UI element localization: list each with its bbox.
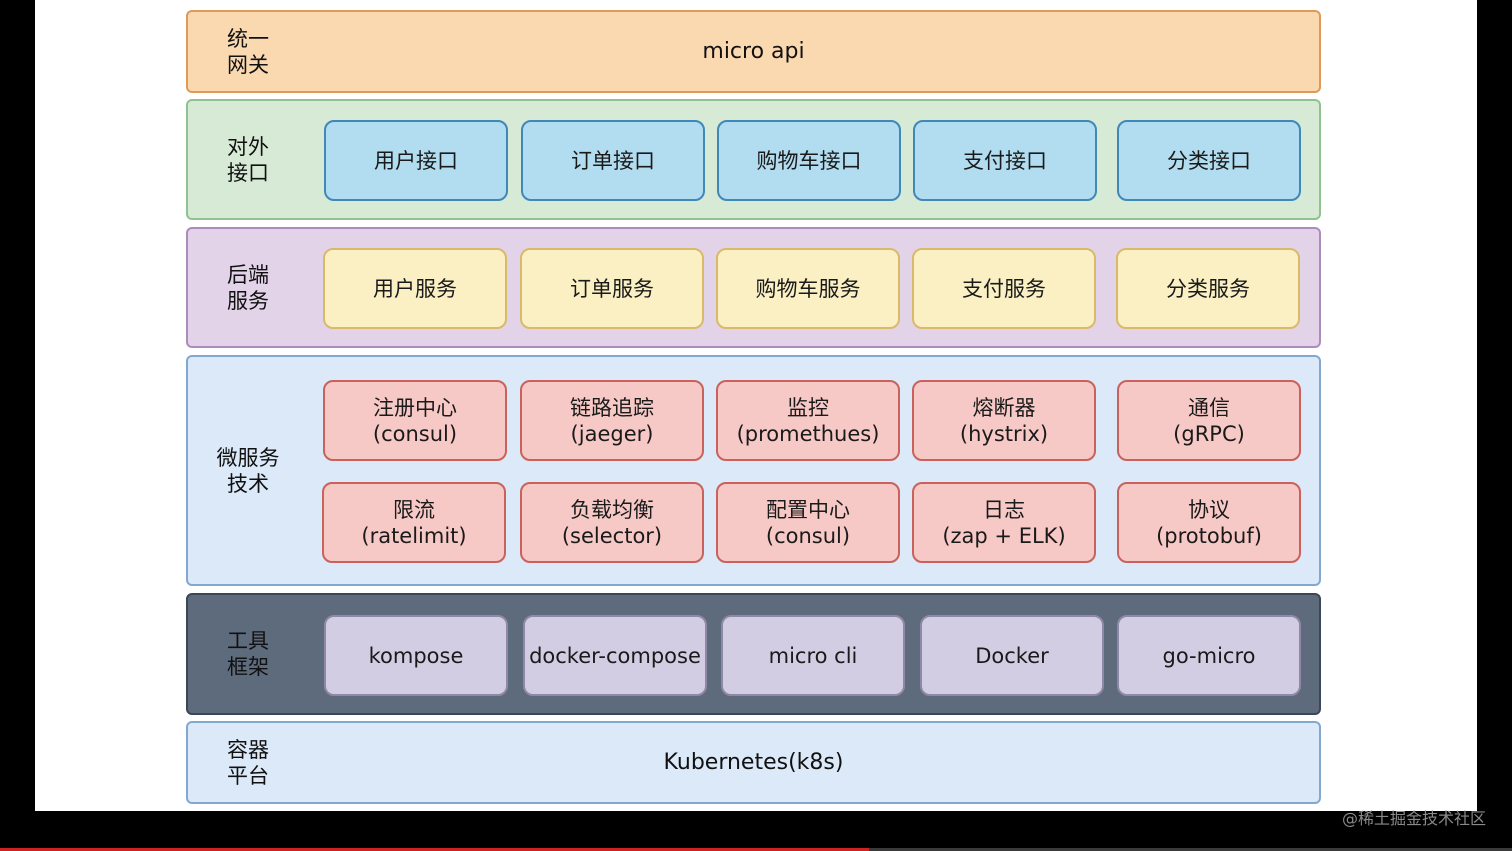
container-platform-layer: 容器 平台 Kubernetes(k8s) bbox=[186, 721, 1321, 804]
order-service-box: 订单服务 bbox=[520, 248, 704, 329]
logging-box: 日志 (zap + ELK) bbox=[912, 482, 1096, 563]
rate-limit-box: 限流 (ratelimit) bbox=[322, 482, 506, 563]
gateway-layer-label: 统一 网关 bbox=[227, 26, 269, 77]
architecture-diagram: 统一 网关 micro api 对外 接口 用户接口 订单接口 购物车接口 支付… bbox=[35, 0, 1477, 811]
communication-box: 通信 (gRPC) bbox=[1117, 380, 1301, 461]
protocol-box: 协议 (protobuf) bbox=[1117, 482, 1301, 563]
micro-cli-box: micro cli bbox=[721, 615, 905, 696]
api-layer-label: 对外 接口 bbox=[227, 134, 269, 185]
micro-layer-label: 微服务 技术 bbox=[216, 445, 280, 496]
services-layer-label: 后端 服务 bbox=[227, 262, 269, 313]
kompose-box: kompose bbox=[324, 615, 508, 696]
docker-compose-box: docker-compose bbox=[523, 615, 707, 696]
config-center-box: 配置中心 (consul) bbox=[716, 482, 900, 563]
circuit-breaker-box: 熔断器 (hystrix) bbox=[912, 380, 1096, 461]
order-api-box: 订单接口 bbox=[521, 120, 705, 201]
cart-api-box: 购物车接口 bbox=[717, 120, 901, 201]
payment-api-box: 支付接口 bbox=[913, 120, 1097, 201]
go-micro-box: go-micro bbox=[1117, 615, 1301, 696]
payment-service-box: 支付服务 bbox=[912, 248, 1096, 329]
user-service-box: 用户服务 bbox=[323, 248, 507, 329]
external-api-layer: 对外 接口 用户接口 订单接口 购物车接口 支付接口 分类接口 bbox=[186, 99, 1321, 220]
micro-api-label: micro api bbox=[702, 39, 805, 64]
backend-services-layer: 后端 服务 用户服务 订单服务 购物车服务 支付服务 分类服务 bbox=[186, 227, 1321, 348]
watermark-text: @稀土掘金技术社区 bbox=[1341, 809, 1486, 828]
load-balance-box: 负载均衡 (selector) bbox=[520, 482, 704, 563]
tools-layer-label: 工具 框架 bbox=[227, 629, 269, 679]
docker-box: Docker bbox=[920, 615, 1104, 696]
cart-service-box: 购物车服务 bbox=[716, 248, 900, 329]
gateway-layer: 统一 网关 micro api bbox=[186, 10, 1321, 93]
video-control-bar bbox=[0, 811, 1512, 851]
container-layer-label: 容器 平台 bbox=[227, 737, 269, 788]
video-progress-fill bbox=[0, 848, 870, 851]
category-service-box: 分类服务 bbox=[1116, 248, 1300, 329]
user-api-box: 用户接口 bbox=[324, 120, 508, 201]
kubernetes-label: Kubernetes(k8s) bbox=[663, 750, 844, 775]
microservice-tech-layer: 微服务 技术 注册中心 (consul) 链路追踪 (jaeger) 监控 (p… bbox=[186, 355, 1321, 586]
category-api-box: 分类接口 bbox=[1117, 120, 1301, 201]
tools-framework-layer: 工具 框架 kompose docker-compose micro cli D… bbox=[186, 593, 1321, 715]
registry-box: 注册中心 (consul) bbox=[323, 380, 507, 461]
tracing-box: 链路追踪 (jaeger) bbox=[520, 380, 704, 461]
monitoring-box: 监控 (promethues) bbox=[716, 380, 900, 461]
video-progress-track[interactable] bbox=[0, 848, 1512, 851]
